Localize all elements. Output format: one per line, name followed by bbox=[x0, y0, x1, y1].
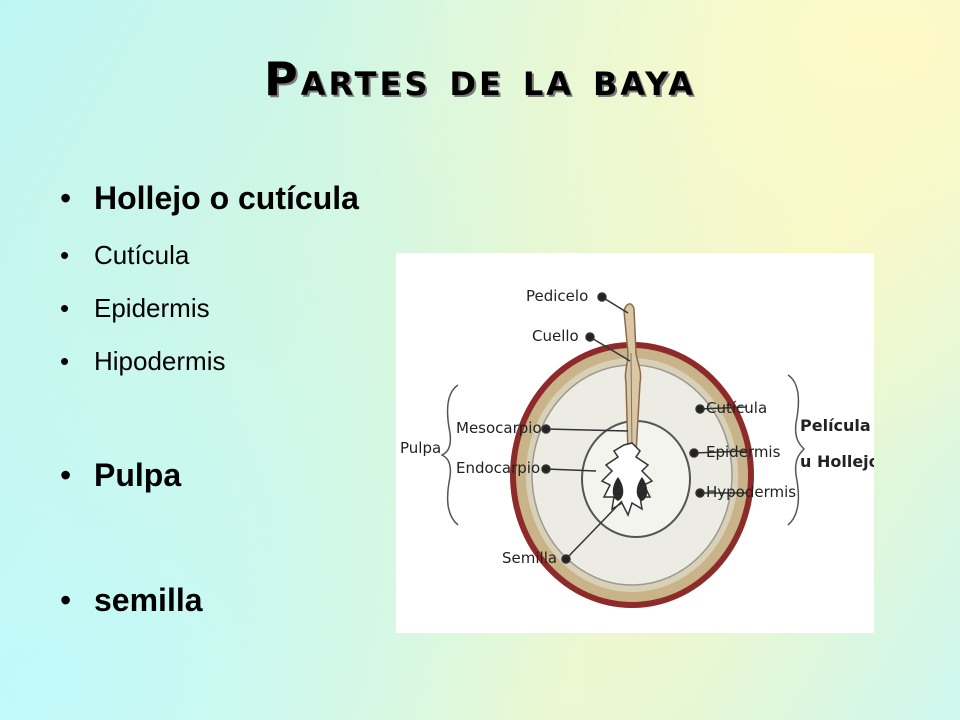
bullet-item: • Hollejo o cutícula bbox=[60, 180, 359, 217]
seed-left bbox=[612, 477, 624, 501]
bullet-text: semilla bbox=[94, 582, 203, 618]
bullet-dot: • bbox=[60, 346, 70, 376]
slide-title: Partes de la baya bbox=[263, 52, 696, 106]
pulpa-bracket bbox=[440, 384, 459, 526]
label-mesocarpio: Mesocarpio bbox=[456, 419, 542, 437]
label-endocarpio: Endocarpio bbox=[456, 459, 540, 477]
bullet-text: Hollejo o cutícula bbox=[94, 180, 359, 216]
bullet-item: • Pulpa bbox=[60, 457, 181, 494]
bullet-text: Hipodermis bbox=[94, 346, 226, 376]
pedicel-shape bbox=[623, 303, 642, 454]
label-semilla: Semilla bbox=[502, 549, 557, 567]
berry-diagram-svg: Pedicelo Cuello Pulpa Mesocarpio Endocar… bbox=[400, 287, 874, 608]
label-epidermis: Epidermis bbox=[706, 443, 781, 461]
bullet-dot: • bbox=[60, 293, 70, 323]
bullet-item: • Epidermis bbox=[60, 293, 210, 324]
bullet-item: • semilla bbox=[60, 582, 203, 619]
bullet-text: Epidermis bbox=[94, 293, 210, 323]
leader-lines bbox=[541, 292, 747, 564]
berry-diagram: Pedicelo Cuello Pulpa Mesocarpio Endocar… bbox=[396, 253, 874, 633]
bullet-list: • Hollejo o cutícula • Cutícula • Epider… bbox=[60, 0, 480, 720]
bullet-dot: • bbox=[60, 240, 70, 270]
bullet-text: Cutícula bbox=[94, 240, 190, 270]
bullet-dot: • bbox=[60, 180, 72, 216]
bullet-item: • Hipodermis bbox=[60, 346, 226, 377]
label-pedicelo: Pedicelo bbox=[526, 287, 588, 305]
label-hollejo: u Hollejo bbox=[800, 452, 874, 471]
bullet-text: Pulpa bbox=[94, 457, 182, 493]
label-cuticula: Cutícula bbox=[706, 399, 767, 417]
bullet-dot: • bbox=[60, 457, 72, 493]
label-cuello: Cuello bbox=[532, 327, 579, 345]
pedicel-core bbox=[630, 352, 633, 454]
label-pelicula: Película bbox=[800, 416, 871, 435]
bullet-item: • Cutícula bbox=[60, 240, 189, 271]
label-hypodermis: Hypodermis bbox=[706, 483, 796, 501]
pelicula-bracket bbox=[787, 374, 806, 526]
seed-right bbox=[636, 477, 648, 501]
bullet-dot: • bbox=[60, 582, 72, 618]
label-pulpa: Pulpa bbox=[400, 439, 441, 457]
